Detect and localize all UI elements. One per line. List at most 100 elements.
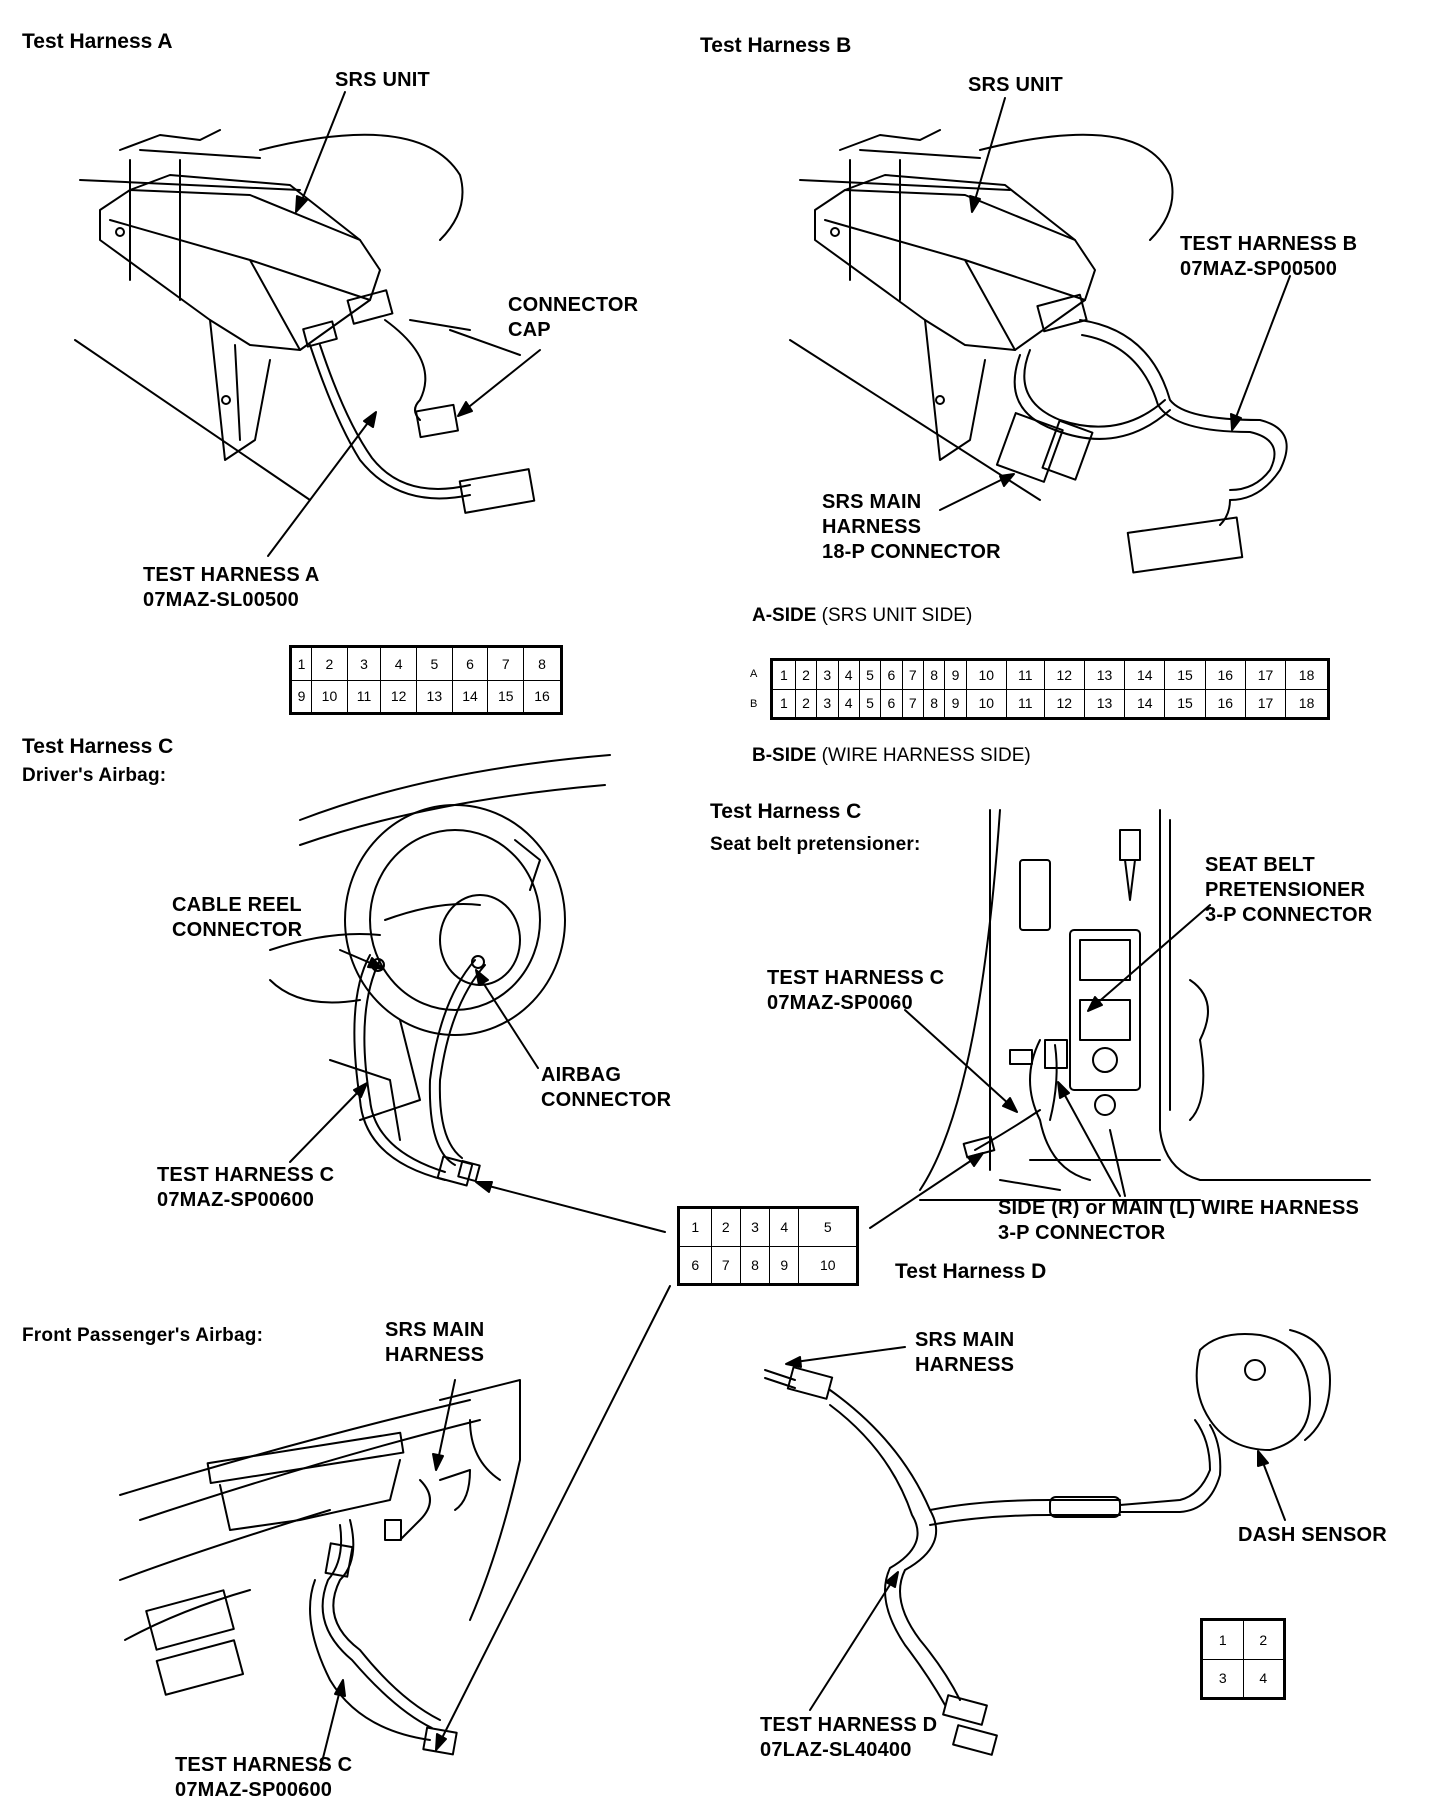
pin: 2 [1242, 1619, 1285, 1660]
label-seat-belt-3: 3-P CONNECTOR [1205, 904, 1373, 926]
label-dash-sensor: DASH SENSOR [1238, 1524, 1387, 1546]
pin: 14 [1124, 659, 1166, 690]
label-test-harness-c-driver: TEST HARNESS C [157, 1164, 335, 1186]
label-airbag-connector-1: AIRBAG [541, 1064, 622, 1086]
label-srs-unit-b: SRS UNIT [968, 74, 1063, 96]
pin: 12 [1043, 659, 1085, 690]
pin: 18 [1285, 688, 1329, 719]
pin: 15 [1164, 659, 1206, 690]
label-test-harness-a: TEST HARNESS A [143, 564, 320, 586]
pin: 12 [1043, 688, 1085, 719]
pin-layout-harness-b: 1 2 3 4 5 6 7 8 9 10 11 12 13 14 15 16 1… [770, 658, 1330, 720]
pin: 5 [798, 1207, 858, 1247]
pin: 11 [1005, 659, 1045, 690]
pin: 7 [710, 1245, 741, 1285]
pin: 4 [837, 659, 860, 690]
label-connector-cap-1: CONNECTOR [508, 294, 639, 316]
test-harness-d-illustration [764, 1329, 1331, 1756]
label-d-srs-main-2: HARNESS [915, 1354, 1015, 1376]
label-test-harness-b-part: 07MAZ-SP00500 [1180, 258, 1338, 280]
pin: 16 [1204, 659, 1246, 690]
srs-unit-b-illustration [789, 129, 1288, 574]
pin: 11 [1005, 688, 1045, 719]
heading-test-harness-b: Test Harness B [700, 34, 852, 57]
pin: 1 [1201, 1619, 1244, 1660]
pin: 9 [944, 688, 967, 719]
label-test-harness-c-driver-part: 07MAZ-SP00600 [157, 1189, 315, 1211]
pin: 2 [794, 688, 818, 719]
heading-test-harness-c-seatbelt: Test Harness C [710, 800, 862, 823]
label-passenger-srs-main-2: HARNESS [385, 1344, 485, 1366]
pin: 4 [1242, 1658, 1285, 1699]
pin: 14 [1124, 688, 1166, 719]
label-test-harness-c-seatbelt-part: 07MAZ-SP0060 [767, 992, 913, 1014]
pin: 4 [380, 646, 417, 681]
pin-layout-harness-d: 1 2 3 4 [1200, 1618, 1286, 1700]
b-side-rest: (WIRE HARNESS SIDE) [816, 745, 1031, 766]
pin: 2 [794, 659, 818, 690]
subheading-front-passengers-airbag: Front Passenger's Airbag: [22, 1325, 264, 1346]
pin: 8 [922, 688, 946, 719]
pin: 11 [346, 679, 382, 714]
label-b-side: B-SIDE (WIRE HARNESS SIDE) [752, 745, 1031, 767]
row-label-b: B [750, 698, 758, 710]
label-test-harness-b: TEST HARNESS B [1180, 233, 1358, 255]
pin: 5 [858, 659, 882, 690]
label-srs-unit-a: SRS UNIT [335, 69, 430, 91]
b-side-bold: B-SIDE [752, 745, 817, 766]
pin: 17 [1244, 688, 1287, 719]
pin: 4 [769, 1207, 800, 1247]
label-connector-cap-2: CAP [508, 319, 551, 341]
pin: 3 [739, 1207, 771, 1247]
pin: 3 [1201, 1658, 1244, 1699]
pin: 14 [451, 679, 489, 714]
pin: 8 [922, 659, 946, 690]
pin: 7 [487, 646, 525, 681]
pin: 1 [771, 688, 796, 719]
pin: 4 [837, 688, 860, 719]
pin: 3 [346, 646, 382, 681]
pin: 13 [1083, 688, 1126, 719]
subheading-drivers-airbag: Driver's Airbag: [22, 765, 167, 786]
pin: 16 [523, 679, 562, 714]
label-cable-reel-1: CABLE REEL [172, 894, 302, 916]
pin: 5 [858, 688, 882, 719]
seatbelt-pretensioner-illustration [919, 809, 1371, 1201]
label-test-harness-d: TEST HARNESS D [760, 1714, 938, 1736]
label-test-harness-c-passenger: TEST HARNESS C [175, 1754, 353, 1776]
pin: 9 [944, 659, 967, 690]
leader-lines [267, 91, 1291, 1771]
subheading-seat-belt-pretensioner: Seat belt pretensioner: [710, 834, 921, 855]
pin: 6 [451, 646, 489, 681]
pin: 13 [1083, 659, 1126, 690]
pin-layout-harness-c: 1 2 3 4 5 6 7 8 9 10 [677, 1206, 859, 1286]
pin: 10 [965, 659, 1007, 690]
label-a-side: A-SIDE (SRS UNIT SIDE) [752, 605, 972, 627]
pin: 1 [289, 646, 313, 681]
pin: 6 [880, 659, 903, 690]
a-side-rest: (SRS UNIT SIDE) [816, 605, 973, 626]
srs-unit-a-illustration [74, 129, 536, 514]
pin: 6 [678, 1245, 712, 1285]
pin: 13 [415, 679, 453, 714]
label-srs-main-1: SRS MAIN [822, 491, 922, 513]
pin: 8 [523, 646, 562, 681]
pin: 2 [311, 646, 348, 681]
label-passenger-srs-main-1: SRS MAIN [385, 1319, 485, 1341]
heading-test-harness-c: Test Harness C [22, 735, 174, 758]
pin: 6 [880, 688, 903, 719]
label-srs-main-3: 18-P CONNECTOR [822, 541, 1001, 563]
pin: 1 [678, 1207, 712, 1247]
pin: 10 [311, 679, 348, 714]
pin: 10 [798, 1245, 858, 1285]
pin: 3 [816, 659, 839, 690]
pin: 10 [965, 688, 1007, 719]
label-seat-belt-1: SEAT BELT [1205, 854, 1315, 876]
pin: 7 [901, 659, 924, 690]
pin: 2 [710, 1207, 741, 1247]
pin: 17 [1244, 659, 1287, 690]
label-side-main-harness-1: SIDE (R) or MAIN (L) WIRE HARNESS [998, 1197, 1360, 1219]
heading-test-harness-a: Test Harness A [22, 30, 173, 53]
pin: 16 [1204, 688, 1246, 719]
pin: 15 [487, 679, 525, 714]
